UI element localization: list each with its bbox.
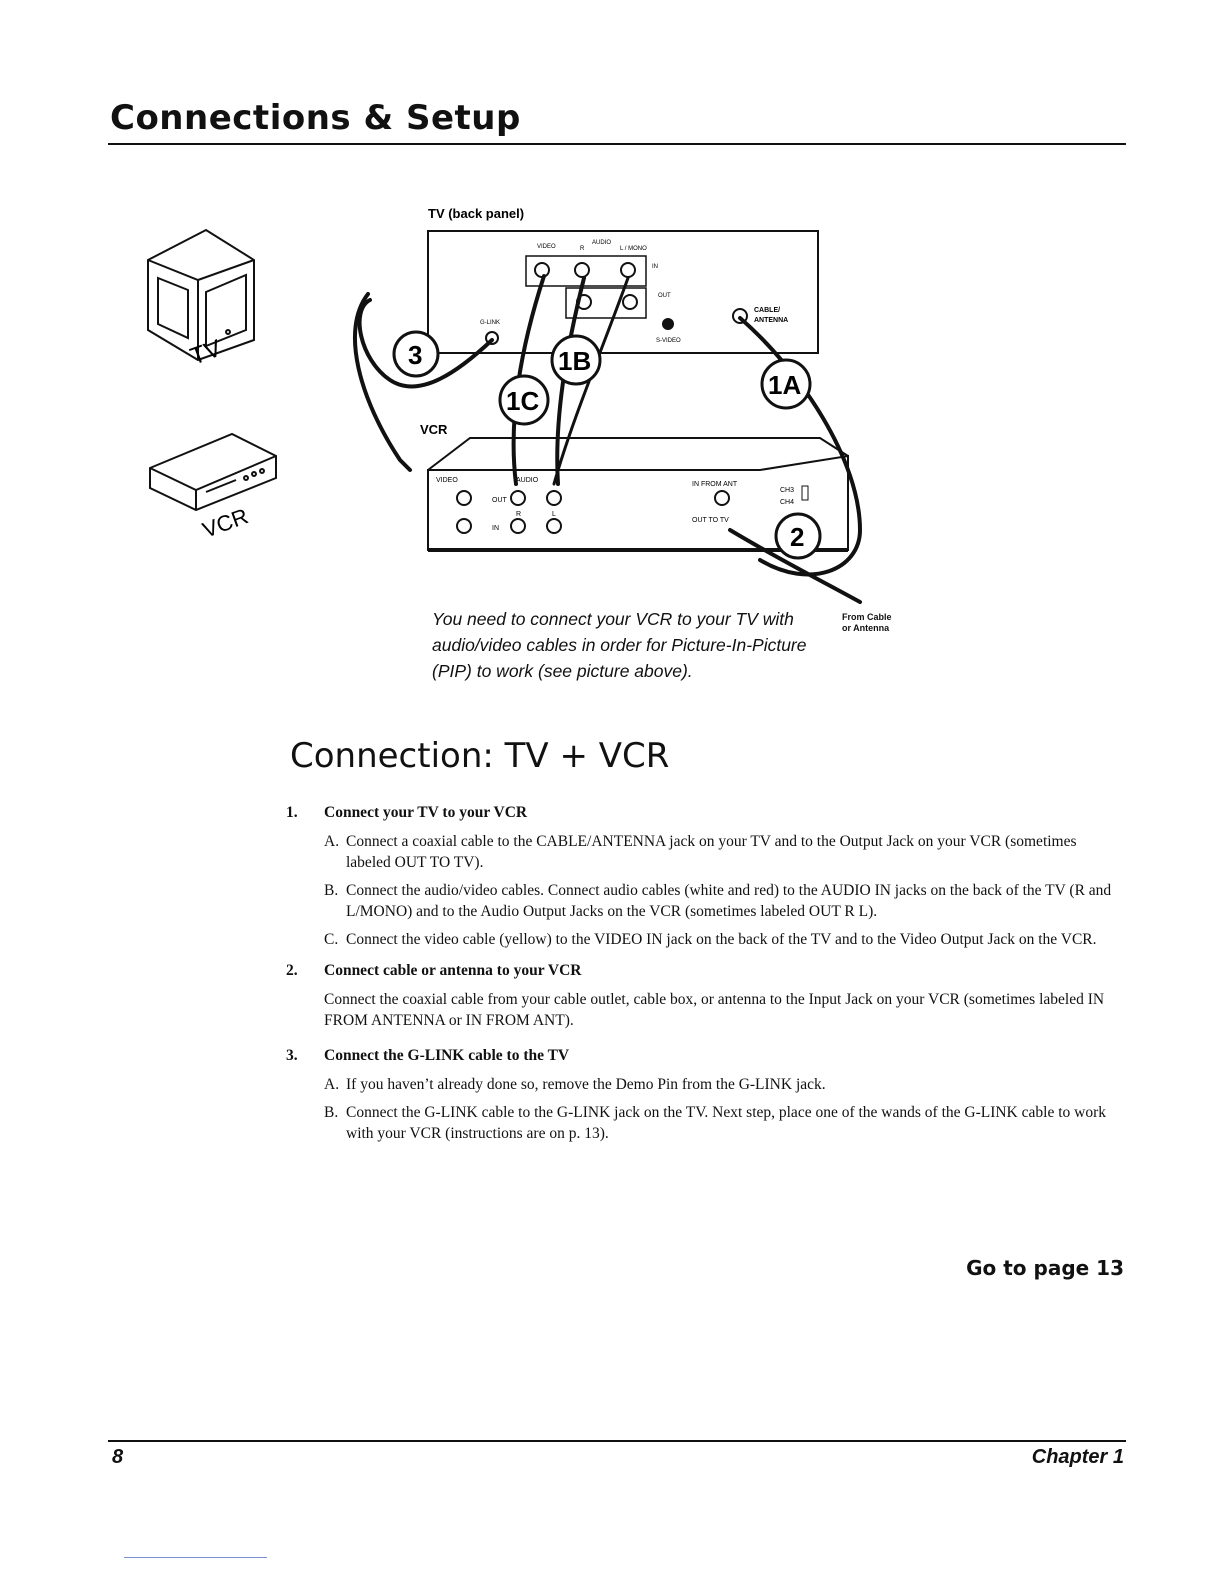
vcr-out-to-tv-label: OUT TO TV — [692, 517, 729, 524]
step-title: Connect the G-LINK cable to the TV — [324, 1047, 570, 1064]
callout-1a: 1A — [768, 370, 801, 400]
connection-diagram: TV (back panel) VIDEO R AUDIO L / MONO I… — [353, 206, 863, 604]
instructions: 1. Connect your TV to your VCR A. Connect… — [286, 802, 1124, 1154]
sub-step: A. If you haven’t already done so, remove… — [324, 1074, 1124, 1095]
vcr-l-label: L — [552, 511, 556, 518]
vcr-ch3-label: CH3 — [780, 487, 794, 494]
section-title: Connection: TV + VCR — [290, 736, 670, 776]
tv-r-label: R — [580, 246, 585, 252]
sub-step-letter: A. — [324, 1076, 340, 1093]
sub-step: B. Connect the audio/video cables. Connec… — [324, 880, 1124, 922]
sub-step-text: Connect the video cable (yellow) to the … — [346, 931, 1097, 948]
callout-1b: 1B — [558, 346, 591, 376]
tv-audio-label: AUDIO — [592, 240, 611, 246]
footer-divider — [108, 1440, 1126, 1442]
step-1: 1. Connect your TV to your VCR A. Connect… — [286, 802, 1124, 950]
sub-step-text: If you haven’t already done so, remove t… — [346, 1076, 826, 1093]
step-text: Connect the coaxial cable from your cabl… — [324, 991, 1105, 1029]
step-3: 3. Connect the G-LINK cable to the TV A.… — [286, 1045, 1124, 1144]
tv-illustration: TV — [147, 228, 255, 371]
callout-2: 2 — [790, 522, 804, 552]
tv-back-panel — [427, 230, 819, 354]
callout-3: 3 — [408, 340, 422, 370]
step-number: 1. — [286, 804, 298, 821]
vcr-in-from-ant-label: IN FROM ANT — [692, 481, 738, 488]
page-header-title: Connections & Setup — [110, 98, 521, 138]
vcr-audio-label: AUDIO — [516, 477, 539, 484]
vcr-r-label: R — [516, 511, 521, 518]
vcr-illustration: VCR — [149, 432, 277, 543]
vcr-out-label: OUT — [492, 497, 508, 504]
sub-step-text: Connect the audio/video cables. Connect … — [346, 882, 1112, 920]
vcr-back-panel — [427, 454, 849, 551]
svideo-jack — [662, 318, 674, 330]
callout-1c: 1C — [506, 386, 539, 416]
chapter-label: Chapter 1 — [1031, 1446, 1124, 1468]
step-heading: 1. Connect your TV to your VCR — [286, 802, 1124, 823]
tv-lmono-label: L / MONO — [620, 246, 647, 252]
sub-step: B. Connect the G-LINK cable to the G-LINK… — [324, 1102, 1124, 1144]
tv-out-label: OUT — [658, 293, 671, 299]
sub-step-letter: B. — [324, 882, 339, 899]
tv-glink-label: G-LINK — [480, 320, 500, 326]
sub-step-text: Connect a coaxial cable to the CABLE/ANT… — [346, 833, 1077, 871]
go-to-page-link: Go to page 13 — [966, 1256, 1124, 1280]
bottom-rule — [124, 1557, 267, 1558]
sub-step-text: Connect the G-LINK cable to the G-LINK j… — [346, 1104, 1106, 1142]
step-number: 2. — [286, 962, 298, 979]
tv-cable-antenna-jack — [732, 308, 748, 324]
tv-video-label: VIDEO — [537, 244, 556, 250]
sub-step-letter: A. — [324, 833, 340, 850]
vcr-video-label: VIDEO — [436, 477, 458, 484]
diagram-caption: You need to connect your VCR to your TV … — [432, 609, 807, 681]
vcr-icon-label: VCR — [199, 503, 251, 542]
tv-svideo-label: S-VIDEO — [656, 338, 681, 344]
vcr-ch4-label: CH4 — [780, 499, 794, 506]
from-cable-line-1: From Cable — [842, 612, 892, 622]
tv-cable-label-2: ANTENNA — [754, 317, 788, 324]
sub-step-letter: C. — [324, 931, 339, 948]
tv-cable-label-1: CABLE/ — [754, 307, 780, 314]
tv-in-label: IN — [652, 264, 658, 270]
from-cable-label: From Cable or Antenna — [842, 612, 922, 634]
step-heading: 2. Connect cable or antenna to your VCR — [286, 960, 1124, 981]
sub-step: C. Connect the video cable (yellow) to th… — [324, 929, 1124, 950]
vcr-label: VCR — [420, 422, 448, 437]
step-title: Connect your TV to your VCR — [324, 804, 528, 821]
tv-back-panel-label: TV (back panel) — [428, 206, 524, 221]
sub-step-letter: B. — [324, 1104, 339, 1121]
step-number: 3. — [286, 1047, 298, 1064]
sub-step: A. Connect a coaxial cable to the CABLE/A… — [324, 831, 1124, 873]
page-number: 8 — [112, 1446, 124, 1468]
header-divider — [108, 143, 1126, 145]
step-title: Connect cable or antenna to your VCR — [324, 962, 582, 979]
from-cable-line-2: or Antenna — [842, 623, 890, 633]
vcr-in-label: IN — [492, 525, 499, 532]
step-heading: 3. Connect the G-LINK cable to the TV — [286, 1045, 1124, 1066]
step-2: 2. Connect cable or antenna to your VCR … — [286, 960, 1124, 1031]
glink-jack — [485, 331, 499, 345]
